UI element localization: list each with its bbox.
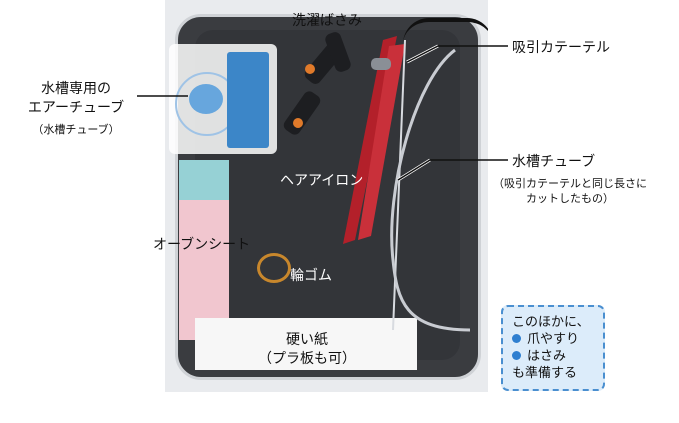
hair-iron-hinge [371,58,391,70]
oven-sheet-box-top [179,160,229,200]
leader-line [406,45,439,63]
label-oven-sheet: オーブンシート [153,237,251,253]
hard-paper-sheet [195,318,417,370]
note-item-label: 爪やすり [527,332,580,347]
note-item: 爪やすり [512,331,594,348]
label-suction-catheter: 吸引カテーテル [512,40,610,56]
note-intro: このほかに、 [512,315,590,330]
label-tank-tube-sub2: カットしたもの） [526,192,614,205]
label-air-tube-sub: （水槽チューブ） [32,123,120,136]
note-item: はさみ [512,348,594,365]
tank-tube [390,48,471,332]
note-box: このほかに、 爪やすり はさみ も準備する [501,305,605,391]
package-label [227,52,269,148]
label-hard-paper-line2: （プラ板も可） [258,351,356,367]
iron-cable [403,18,488,44]
label-laundry-clips: 洗濯ばさみ [292,13,362,29]
bullet-icon [512,334,521,343]
air-tube-package [169,44,277,154]
label-rubber-band: 輪ゴム [290,268,332,284]
label-tank-tube: 水槽チューブ [512,154,596,170]
label-hair-iron: ヘアアイロン [280,173,364,189]
leader-line [397,159,431,181]
label-hard-paper-line1: 硬い紙 [286,332,328,348]
label-tank-tube-sub1: （吸引カテーテルと同じ長さに [493,177,647,190]
clip-spring [293,118,303,128]
label-air-tube-line2: エアーチューブ [27,100,125,116]
note-item-label: はさみ [527,349,567,364]
hair-iron-arm [358,44,405,240]
rubber-band [257,253,291,283]
bullet-icon [512,351,521,360]
photo-lines [343,36,471,332]
clip-spring [305,64,315,74]
note-outro: も準備する [512,366,578,381]
tube-package-logo [189,84,223,114]
photo [165,0,488,392]
label-air-tube-line1: 水槽専用の [41,81,111,97]
